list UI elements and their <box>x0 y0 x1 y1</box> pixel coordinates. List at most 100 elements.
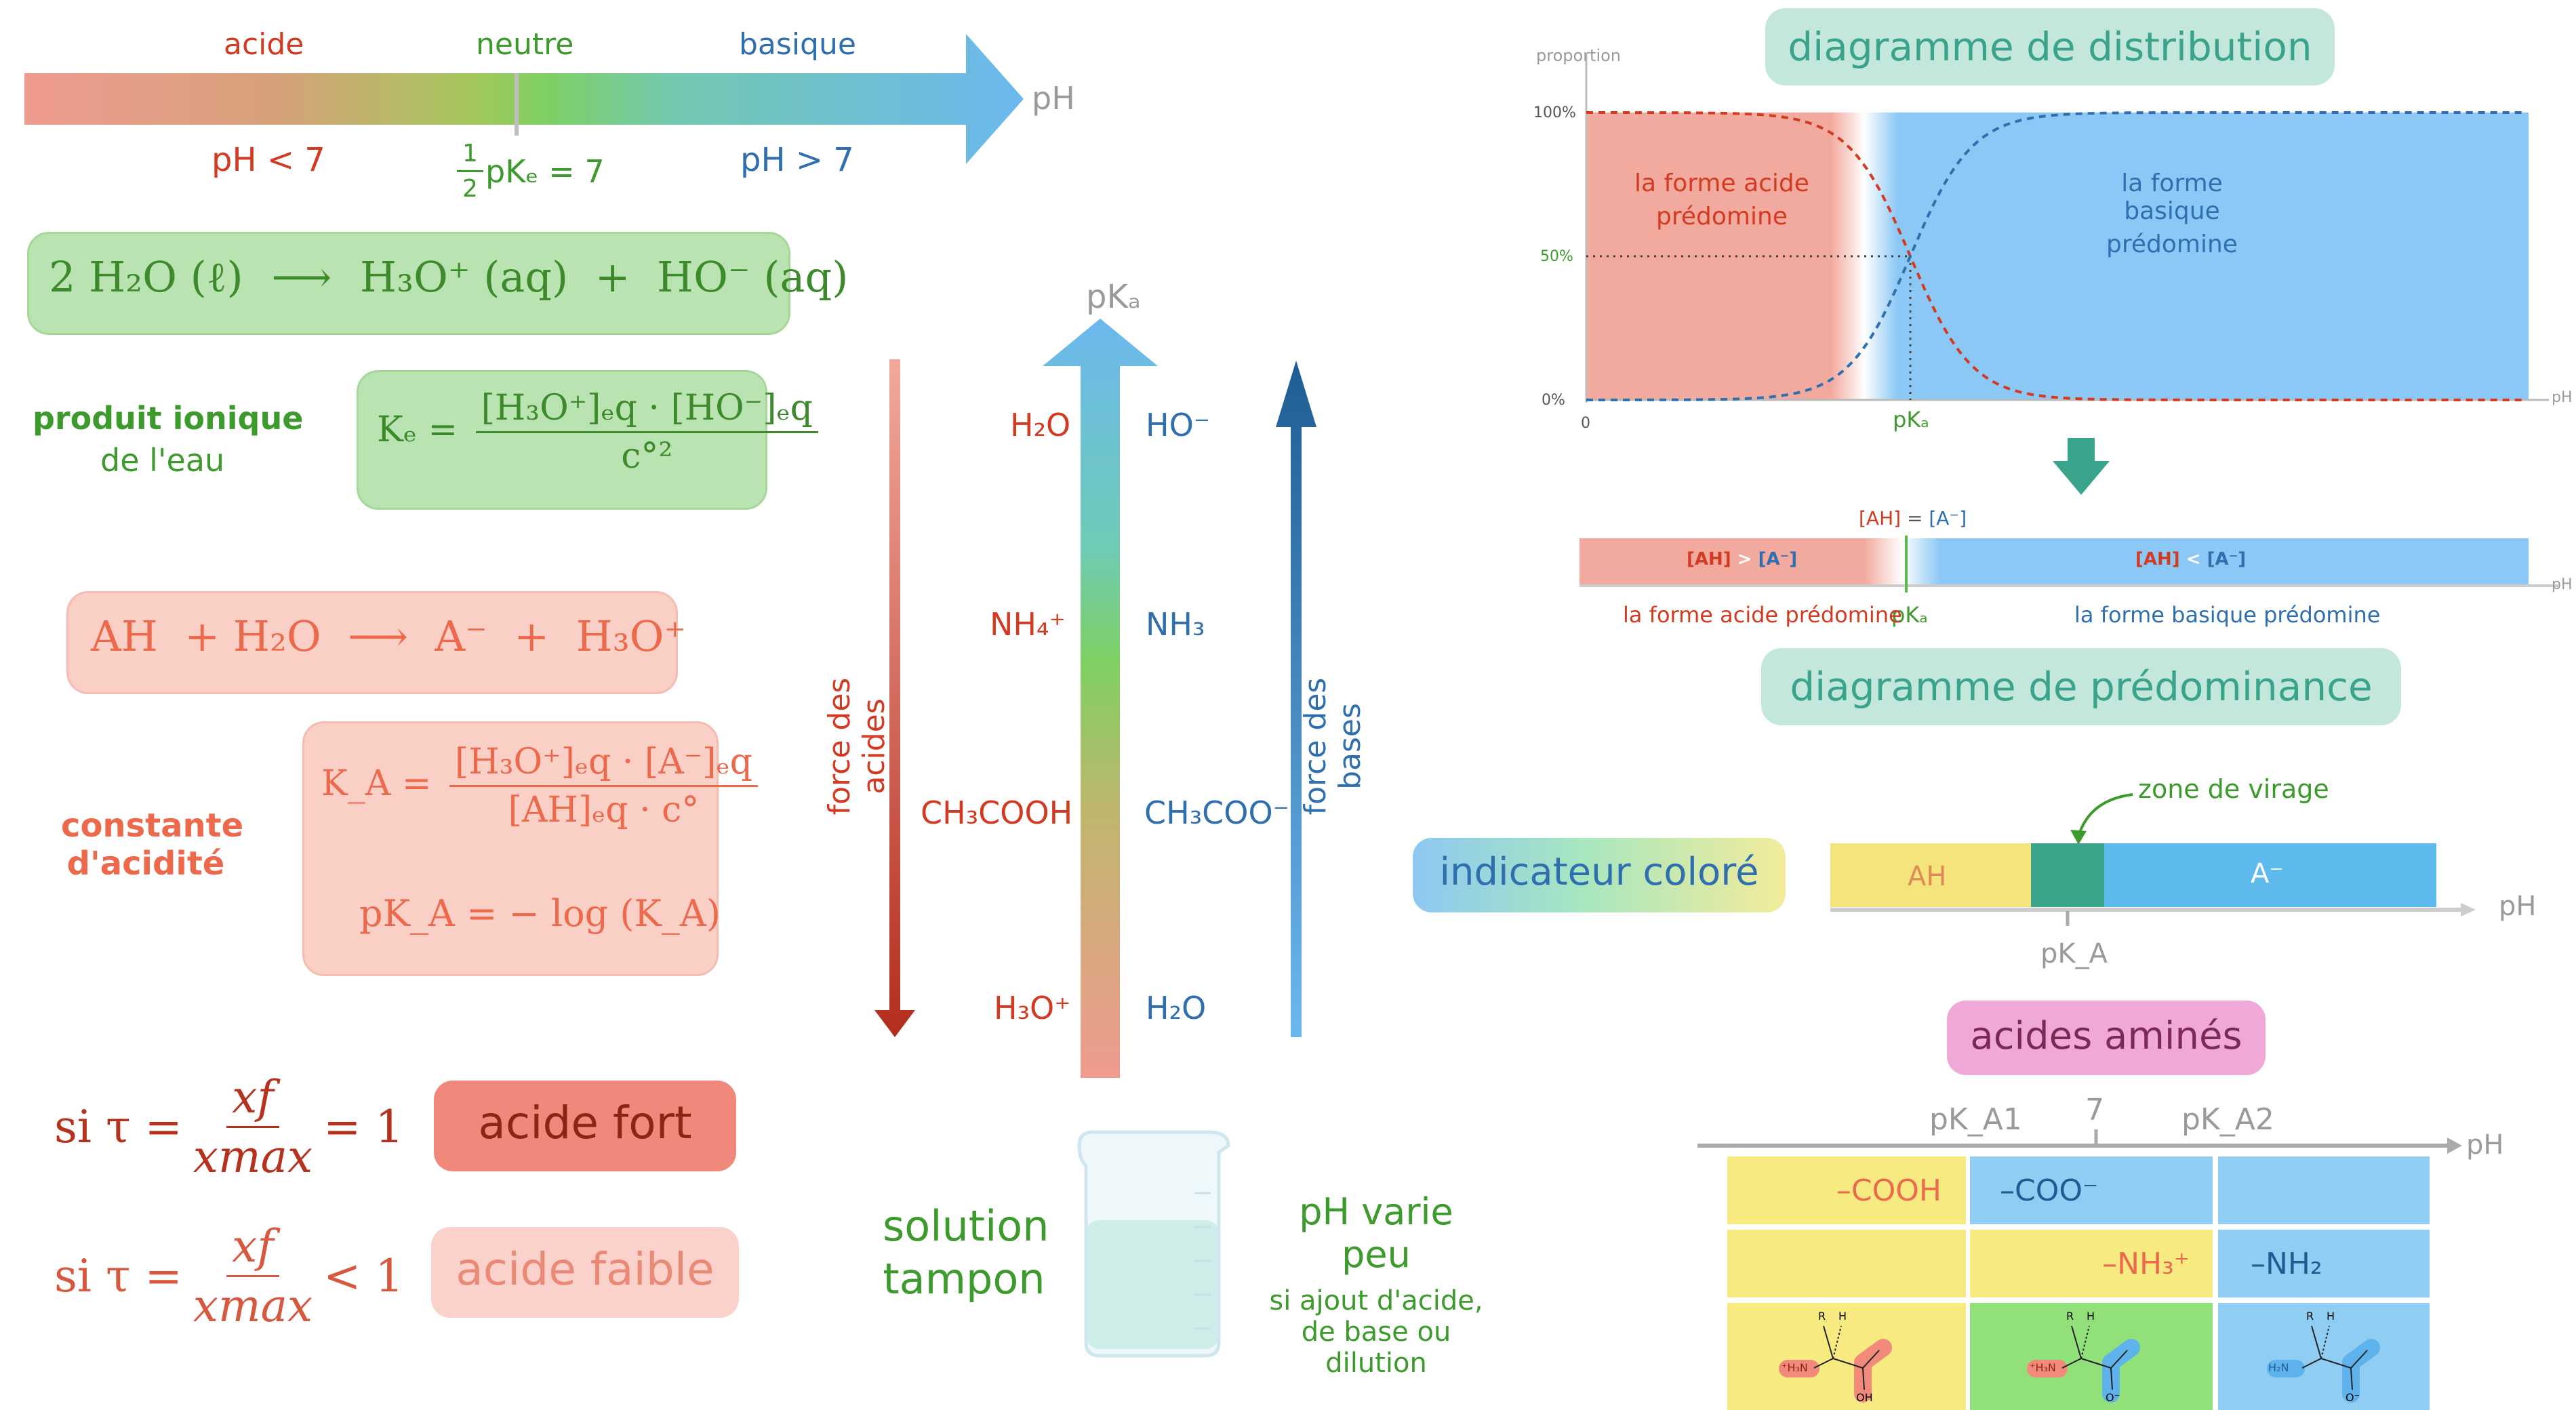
mol3-h2n: H₂N <box>2268 1361 2289 1374</box>
pka-acid-2: NH₄⁺ <box>990 606 1066 643</box>
pka-formula: pK_A = − log (K_A) <box>359 892 721 935</box>
cell-empty-1 <box>2218 1156 2430 1224</box>
amino-axis <box>1697 1129 2462 1154</box>
cell-molecule-zwitterion <box>1970 1303 2213 1410</box>
cell-cooh: –COOH <box>1727 1156 1966 1224</box>
acide-label: acide <box>224 27 304 62</box>
indicator-a: A⁻ <box>2251 858 2284 889</box>
ka-box <box>302 721 719 976</box>
distribution-xaxis: pH <box>2552 389 2573 406</box>
predominance-base-text: la forme basique prédomine <box>2074 602 2381 628</box>
distribution-ylabel: proportion <box>1536 46 1622 65</box>
cell-molecule-base <box>2218 1303 2430 1410</box>
mol2-h3n: ⁺H₃N <box>2030 1361 2056 1374</box>
mol3-r: R <box>2306 1310 2314 1323</box>
ke-formula: Kₑ = [H₃O⁺]ₑq · [HO⁻]ₑq c°² <box>377 388 818 477</box>
ytick-50: 50% <box>1540 248 1573 265</box>
tau-strong: si τ = xf xmax = 1 <box>54 1071 404 1183</box>
acid-equation: AH + H₂O ⟶ A⁻ + H₃O⁺ <box>91 611 687 661</box>
ytick-0: 0% <box>1542 392 1565 409</box>
pka-scale-diagram <box>874 319 1316 1078</box>
base-curve <box>1586 111 2526 401</box>
cell-coo: –COO⁻ <box>1970 1156 2213 1224</box>
pka-acid-3: CH₃COOH <box>921 794 1073 831</box>
acid-comparison: [AH] > [A⁻] <box>1687 549 1798 569</box>
pka-base-2: NH₃ <box>1146 606 1205 643</box>
weak-acid-label: acide faible <box>456 1243 715 1295</box>
ka-lhs: K_A = <box>321 763 432 804</box>
ionic-product-title: produit ionique <box>33 400 304 437</box>
mol2-h: H <box>2087 1310 2095 1323</box>
ka-formula: K_A = [H₃O⁺]ₑq · [A⁻]ₑq [AH]ₑq · c° <box>321 742 758 830</box>
base-comparison: [AH] < [A⁻] <box>2135 549 2247 569</box>
amino-axis-label: pH <box>2466 1129 2504 1161</box>
ph-greater-7: pH > 7 <box>740 141 854 179</box>
indicator-ah: AH <box>1908 861 1947 892</box>
amino-pka1: pK_A1 <box>1929 1102 2022 1137</box>
mol1-h3n: ⁺H₃N <box>1782 1361 1808 1374</box>
cell-nh3: –NH₃⁺ <box>1970 1230 2213 1297</box>
pka-axis-label: pKₐ <box>1086 278 1141 316</box>
predominance-title: diagramme de prédominance <box>1761 648 2401 725</box>
tau-weak: si τ = xf xmax < 1 <box>54 1220 404 1332</box>
distribution-title: diagramme de distribution <box>1765 8 2335 85</box>
down-arrow-icon <box>2053 438 2110 495</box>
indicator-pka: pK_A <box>2040 938 2108 969</box>
acid-strength-label: force des acides <box>822 677 891 815</box>
amino-title: acides aminés <box>1970 1014 2242 1058</box>
ionic-product-subtitle: de l'eau <box>100 442 225 479</box>
basique-label: basique <box>739 27 856 62</box>
xtick-0: 0 <box>1581 415 1590 432</box>
mol2-o: O⁻ <box>2106 1391 2120 1404</box>
amino-acid-anion-icon <box>2267 1325 2380 1403</box>
ph-axis-label: pH <box>1032 80 1075 117</box>
buffer-title: solution tampon <box>883 1201 1049 1304</box>
predominance-acid-text: la forme acide prédomine <box>1623 602 1902 628</box>
equality-label: [AH] = [A⁻] <box>1859 507 1967 529</box>
cell-nh2: –NH₂ <box>2218 1230 2430 1297</box>
amino-acid-cation-icon <box>1779 1325 1892 1403</box>
ph-scale-arrow <box>24 34 1024 164</box>
indicator-title: indicateur coloré <box>1439 850 1759 894</box>
indicator-pill <box>1413 838 1786 912</box>
predominance-axis: pH <box>2552 576 2573 593</box>
predominance-bar <box>1579 536 2558 592</box>
indicator-axis: pH <box>2499 891 2537 922</box>
pka-base-1: HO⁻ <box>1146 407 1211 443</box>
ke-denominator: c°² <box>621 436 673 477</box>
neutre-label: neutre <box>476 27 574 62</box>
amino-pka2: pK_A2 <box>2181 1102 2274 1137</box>
ytick-100: 100% <box>1533 104 1576 121</box>
mol3-o: O⁻ <box>2346 1391 2360 1404</box>
mol2-r: R <box>2066 1310 2074 1323</box>
ka-numerator: [H₃O⁺]ₑq · [A⁻]ₑq <box>449 742 758 787</box>
ke-box <box>357 370 767 510</box>
acid-equation-box <box>66 591 678 694</box>
pke-label: pKₑ = 7 <box>485 153 605 190</box>
ke-numerator: [H₃O⁺]ₑq · [HO⁻]ₑq <box>475 388 818 433</box>
ph-less-7: pH < 7 <box>212 141 325 179</box>
water-equation-box <box>27 232 790 335</box>
mol1-r: R <box>1818 1310 1826 1323</box>
distribution-pka: pKₐ <box>1893 407 1929 432</box>
amino-acid-zwitterion-icon <box>2027 1325 2140 1403</box>
base-strength-label: force des bases <box>1298 677 1367 815</box>
distribution-chart <box>1585 54 2549 403</box>
cell-empty-2 <box>1727 1230 1966 1297</box>
water-equation-arrow: ⟶ <box>271 252 332 302</box>
indicator-bar <box>1830 843 2476 926</box>
buffer-description: pH varie peu si ajout d'acide, de base o… <box>1269 1190 1483 1379</box>
pka-base-3: CH₃COO⁻ <box>1144 794 1289 831</box>
strong-acid-label: acide fort <box>478 1097 692 1149</box>
strong-acid-badge <box>434 1081 736 1171</box>
mol1-h: H <box>1838 1310 1847 1323</box>
pka-acid-4: H₃O⁺ <box>994 990 1071 1026</box>
water-equation-left: 2 H₂O (ℓ) <box>49 252 243 302</box>
acidity-constant-title: constante d'acidité <box>61 807 244 883</box>
turning-zone-label: zone de virage <box>2138 774 2329 804</box>
ke-lhs: Kₑ = <box>377 409 458 450</box>
